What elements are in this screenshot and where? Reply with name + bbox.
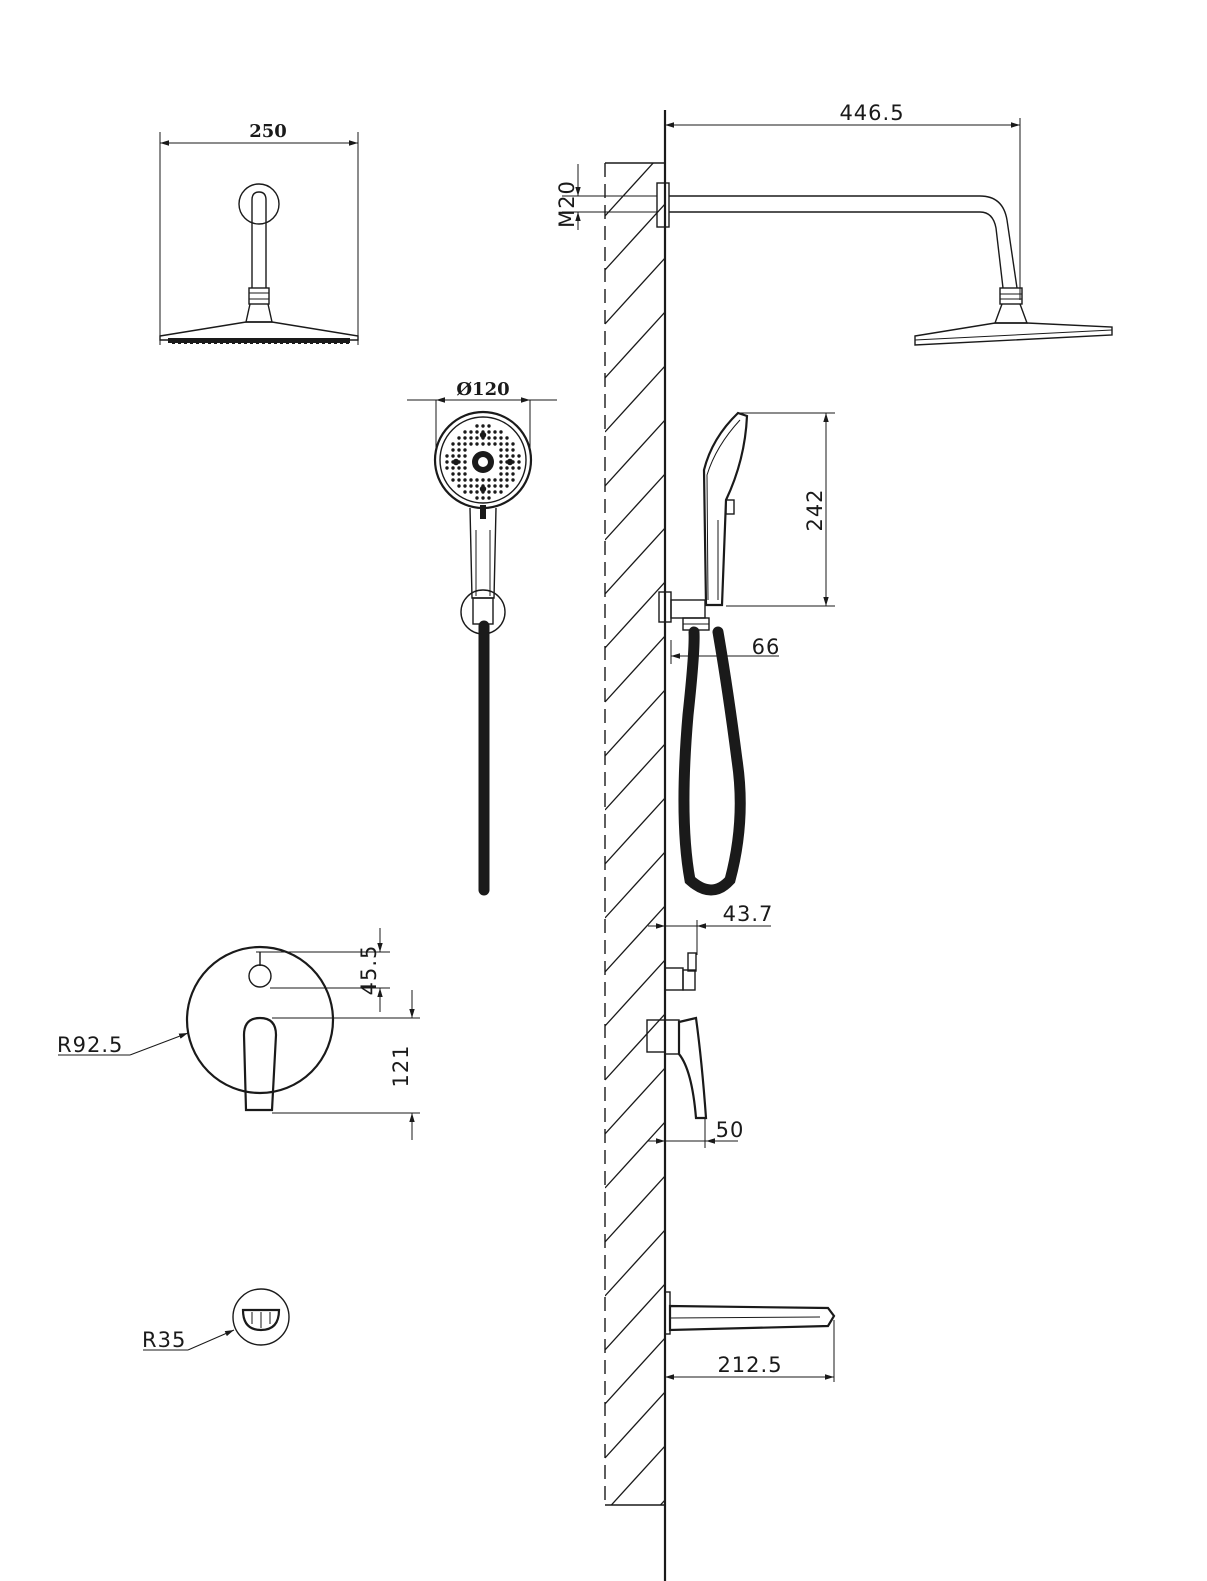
hand-shower-front-view: Ø120 (407, 379, 557, 896)
dim-holder-projection: 66 (752, 635, 781, 659)
outlet-side-view: 43.7 (648, 902, 774, 991)
wall-section (604, 110, 667, 1581)
rain-shower-side-view: 446.5 M20 (555, 101, 1113, 346)
hand-shower-side-view: 242 66 (658, 411, 835, 896)
tub-spout-side-view: 212.5 (664, 1291, 836, 1382)
rain-shower-front-view: 250 (159, 121, 359, 345)
wall-hatching (605, 163, 665, 1505)
dim-spout-projection: 212.5 (717, 1353, 782, 1377)
spout-cover-front-view: R35 (142, 1288, 290, 1352)
diverter-lever-side-view: 50 (646, 1016, 745, 1148)
diverter-plate-front-view: 45.5 121 R92.5 (57, 928, 420, 1140)
dim-plate-radius: R92.5 (57, 1033, 123, 1057)
dim-shower-head-width: 250 (249, 121, 287, 142)
dim-hand-shower-length: 242 (803, 488, 827, 531)
dim-outlet-projection: 43.7 (723, 902, 774, 926)
dim-spout-cover-radius: R35 (142, 1328, 186, 1352)
dim-lever-height: 121 (389, 1044, 413, 1087)
dim-lever-projection: 50 (716, 1118, 745, 1142)
dim-thread: M20 (555, 180, 579, 228)
shower-head-nozzles (172, 340, 349, 344)
dim-hand-shower-diameter: Ø120 (456, 379, 509, 400)
dim-arm-projection: 446.5 (839, 101, 904, 125)
hand-shower-spray-face (445, 424, 521, 500)
dim-knob-offset: 45.5 (357, 945, 381, 996)
